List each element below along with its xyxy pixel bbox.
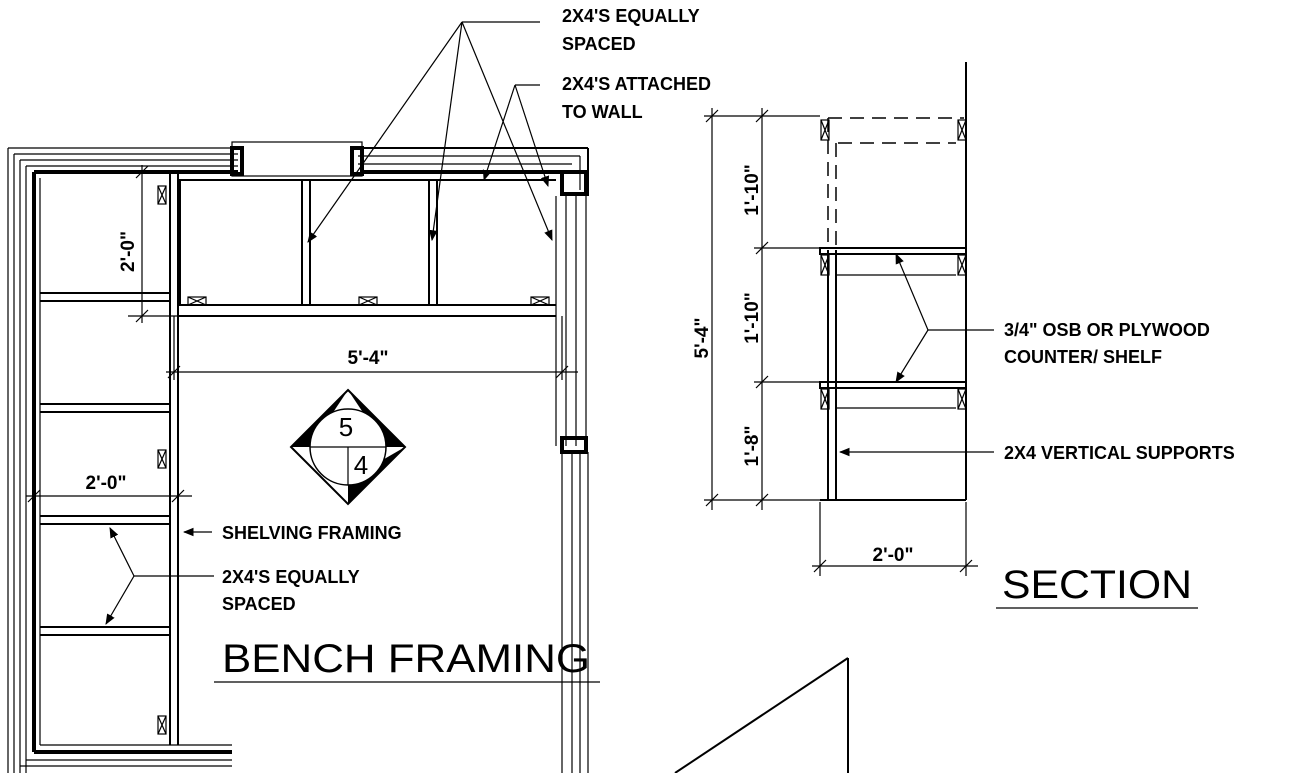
plan-dimensions (26, 165, 578, 504)
section-dimensions (704, 108, 978, 576)
note-counter-line2: COUNTER/ SHELF (1004, 347, 1162, 367)
note-lower-studs-line1: 2X4'S EQUALLY (222, 567, 360, 587)
plan-framing (40, 172, 556, 745)
dim-bench-depth: 2'-0" (118, 231, 139, 272)
dim-shelf-depth: 2'-0" (86, 473, 127, 494)
dim-lower: 1'-8" (742, 426, 763, 467)
dim-section-depth: 2'-0" (873, 545, 914, 566)
plan-title: BENCH FRAMING (222, 637, 590, 681)
dim-total-height: 5'-4" (692, 318, 713, 359)
note-shelving-framing: SHELVING FRAMING (222, 523, 402, 543)
note-studs-spaced-line1: 2X4'S EQUALLY (562, 6, 700, 26)
dim-upper: 1'-10" (742, 164, 763, 216)
dim-middle: 1'-10" (742, 292, 763, 344)
partial-shape (674, 657, 849, 773)
section-framing (819, 62, 967, 501)
note-attached-line2: TO WALL (562, 102, 643, 122)
note-counter-line1: 3/4" OSB OR PLYWOOD (1004, 320, 1210, 340)
section-marker (289, 388, 407, 506)
note-attached-line1: 2X4'S ATTACHED (562, 74, 711, 94)
plan-walls (7, 141, 589, 773)
plan-leaders (105, 21, 553, 625)
section-leaders (838, 253, 994, 457)
section-marker-detail: 4 (354, 450, 368, 480)
section-title: SECTION (1002, 563, 1192, 607)
note-studs-spaced-line2: SPACED (562, 34, 636, 54)
section-marker-sheet: 5 (339, 412, 353, 442)
note-lower-studs-line2: SPACED (222, 594, 296, 614)
note-vertical-supports: 2X4 VERTICAL SUPPORTS (1004, 443, 1235, 463)
dim-bench-length: 5'-4" (348, 348, 389, 369)
